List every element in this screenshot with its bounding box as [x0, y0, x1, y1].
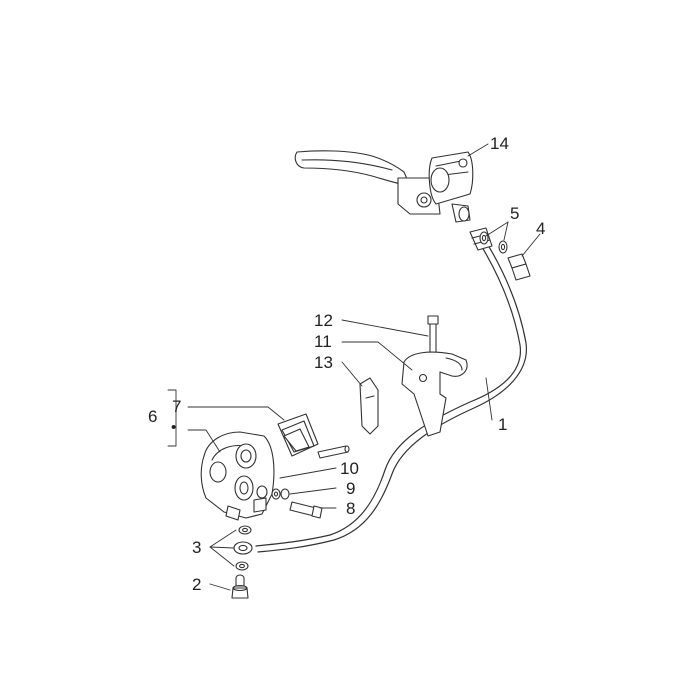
banjo-bolt-part-4 — [507, 253, 531, 281]
callout-13: 13 — [314, 353, 333, 372]
callout-14: 14 — [490, 134, 509, 153]
master-cylinder-lever-part-14 — [294, 150, 474, 223]
callout-bullet: • — [171, 419, 177, 436]
callout-7: 7 — [172, 397, 182, 416]
bolt-part-8 — [289, 501, 323, 519]
bleed-screw-part-2 — [231, 574, 249, 599]
callout-6: 6 — [148, 407, 158, 426]
callout-2: 2 — [192, 575, 202, 594]
callout-10: 10 — [340, 459, 359, 478]
washer-part-9 — [271, 488, 290, 500]
callout-9: 9 — [346, 479, 356, 498]
pad-pin — [317, 445, 350, 459]
hose-bracket-part-11 — [401, 351, 468, 437]
callout-11: 11 — [314, 332, 332, 351]
brake-pads-part-7 — [277, 413, 319, 457]
sealing-washers-part-3 — [233, 525, 253, 571]
hose-clip-part-13 — [359, 377, 379, 435]
callout-4: 4 — [536, 219, 546, 238]
leader-lines — [167, 143, 541, 591]
brake-caliper-part-6 — [200, 431, 275, 521]
callout-12: 12 — [314, 311, 333, 330]
sealing-washers-part-5 — [479, 231, 508, 254]
callout-1: 1 — [498, 415, 508, 434]
callout-5: 5 — [510, 204, 520, 223]
callout-8: 8 — [346, 499, 356, 518]
callout-3: 3 — [192, 538, 202, 557]
